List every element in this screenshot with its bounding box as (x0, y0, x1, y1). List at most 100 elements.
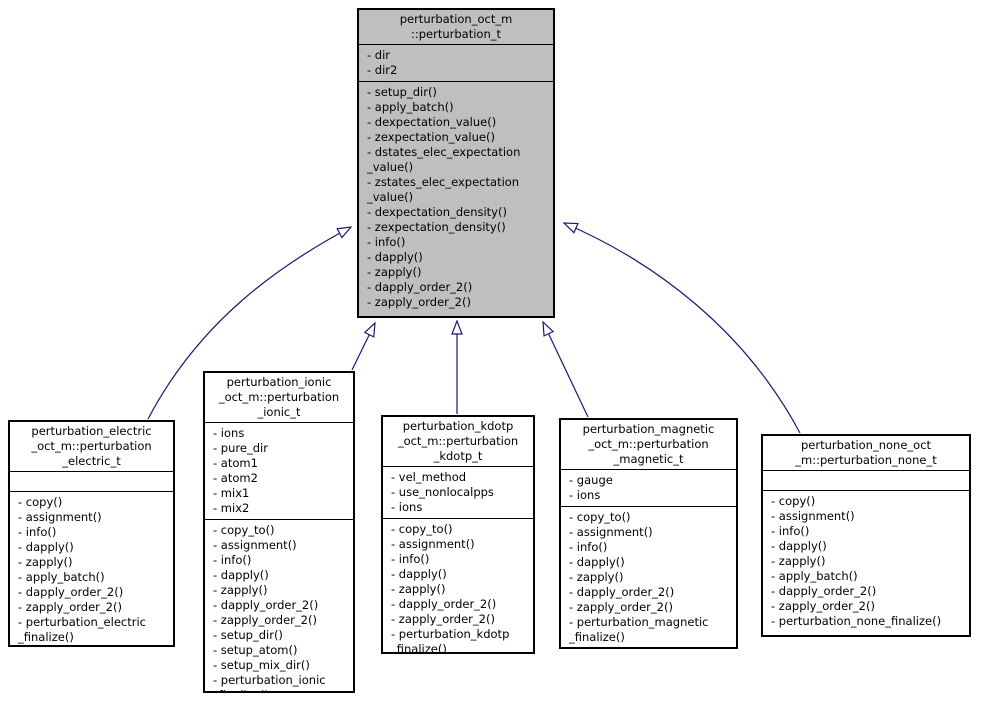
member-line: - dir (367, 48, 391, 62)
class-node-perturbation-electric-t[interactable]: perturbation_electric _oct_m::perturbati… (8, 420, 175, 647)
class-attributes (10, 471, 173, 492)
class-title: perturbation_oct_m ::perturbation_t (399, 12, 513, 41)
class-title: perturbation_magnetic _oct_m::perturbati… (582, 422, 715, 466)
member-line: - atom1 (213, 456, 258, 470)
member-line: - zapply_order_2() (771, 599, 875, 613)
member-line: - dapply() (213, 568, 269, 582)
class-methods: - copy_to()- assignment()- info()- dappl… (383, 519, 533, 652)
member-line: - pure_dir (213, 441, 268, 455)
member-line: - dapply() (771, 539, 827, 553)
member-line: - info() (213, 553, 252, 567)
member-line: - mix2 (213, 501, 250, 515)
member-line: - apply_batch() (367, 100, 454, 114)
member-line: - zapply() (771, 554, 826, 568)
class-attributes: - vel_method- use_nonlocalpps- ions (383, 466, 533, 519)
member-line: - vel_method (391, 470, 467, 484)
member-line: _value() (367, 190, 414, 204)
inheritance-arrow-none (564, 223, 801, 434)
class-node-perturbation-none-t[interactable]: perturbation_none_oct _m::perturbation_n… (761, 434, 971, 637)
member-line: - copy_to() (213, 523, 275, 537)
member-line: - perturbation_magnetic (569, 615, 709, 629)
class-node-perturbation-magnetic-t[interactable]: perturbation_magnetic _oct_m::perturbati… (559, 418, 738, 649)
member-line: - info() (391, 552, 430, 566)
member-line: _finalize() (569, 630, 625, 644)
inheritance-arrow-electric (147, 227, 351, 420)
class-methods: - copy_to()- assignment()- info()- dappl… (205, 520, 353, 691)
member-line: - gauge (569, 473, 613, 487)
member-line: - assignment() (569, 525, 653, 539)
member-line: - assignment() (18, 510, 102, 524)
member-line: - dapply_order_2() (18, 585, 124, 599)
member-line: - info() (367, 235, 406, 249)
class-attributes: - gauge- ions (561, 469, 736, 507)
member-line: - zapply_order_2() (569, 600, 673, 614)
member-line: - zapply_order_2() (18, 600, 122, 614)
member-line: _finalize() (18, 630, 74, 644)
member-line: - dapply_order_2() (569, 585, 675, 599)
member-line: - perturbation_none_finalize() (771, 614, 942, 628)
member-line: - dstates_elec_expectation (367, 145, 521, 159)
member-line: - dexpectation_value() (367, 115, 497, 129)
member-line: - dapply_order_2() (367, 280, 473, 294)
class-attributes: - ions- pure_dir- atom1- atom2- mix1- mi… (205, 422, 353, 520)
member-line: - zapply_order_2() (367, 295, 471, 309)
member-line: - mix1 (213, 486, 250, 500)
member-line: - setup_dir() (367, 85, 437, 99)
member-line: - zapply() (569, 570, 624, 584)
member-line: - setup_mix_dir() (213, 658, 310, 672)
member-line: - info() (569, 540, 608, 554)
class-title: perturbation_kdotp _oct_m::perturbation … (397, 419, 519, 463)
member-line: - zapply_order_2() (391, 612, 495, 626)
class-methods: - setup_dir()- apply_batch()- dexpectati… (359, 82, 553, 316)
member-line: - assignment() (213, 538, 297, 552)
member-line: - zstates_elec_expectation (367, 175, 520, 189)
member-line: - dapply() (391, 567, 447, 581)
member-line: - apply_batch() (771, 569, 858, 583)
member-line: - dapply() (18, 540, 74, 554)
member-line: - zexpectation_density() (367, 220, 506, 234)
member-line: - zapply() (367, 265, 422, 279)
member-line: - zapply() (391, 582, 446, 596)
class-node-perturbation-ionic-t[interactable]: perturbation_ionic _oct_m::perturbation … (203, 371, 355, 693)
member-line: - assignment() (391, 537, 475, 551)
member-line: - setup_dir() (213, 628, 283, 642)
member-line: - setup_atom() (213, 643, 298, 657)
member-line: - copy_to() (569, 510, 631, 524)
class-node-perturbation-t[interactable]: perturbation_oct_m ::perturbation_t - di… (357, 8, 555, 318)
member-line: - info() (771, 524, 810, 538)
member-line: - dapply_order_2() (391, 597, 497, 611)
class-methods: - copy()- assignment()- info()- dapply()… (10, 492, 173, 645)
member-line: - dapply_order_2() (213, 598, 319, 612)
member-line: - use_nonlocalpps (391, 485, 494, 499)
member-line: - dir2 (367, 63, 398, 77)
member-line: - assignment() (771, 509, 855, 523)
inheritance-arrow-ionic (351, 323, 375, 371)
member-line: - ions (213, 426, 245, 440)
member-line: _value() (367, 160, 414, 174)
member-line: - copy() (771, 494, 816, 508)
class-methods: - copy()- assignment()- info()- dapply()… (763, 491, 969, 635)
member-line: - zapply() (18, 555, 73, 569)
member-line: - ions (391, 500, 423, 514)
member-line: - copy() (18, 495, 63, 509)
member-line: - apply_batch() (18, 570, 105, 584)
member-line: - perturbation_electric (18, 615, 146, 629)
member-line: - ions (569, 488, 601, 502)
member-line: _finalize() (391, 642, 447, 652)
member-line: - dapply_order_2() (771, 584, 877, 598)
inheritance-arrow-magnetic (543, 322, 589, 418)
member-line: - info() (18, 525, 57, 539)
member-line: - dapply() (367, 250, 423, 264)
class-attributes: - dir- dir2 (359, 44, 553, 82)
member-line: - copy_to() (391, 522, 453, 536)
member-line: - zapply_order_2() (213, 613, 317, 627)
member-line: - zexpectation_value() (367, 130, 495, 144)
class-title: perturbation_electric _oct_m::perturbati… (31, 424, 152, 468)
class-node-perturbation-kdotp-t[interactable]: perturbation_kdotp _oct_m::perturbation … (381, 415, 535, 654)
member-line: - zapply() (213, 583, 268, 597)
class-methods: - copy_to()- assignment()- info()- dappl… (561, 507, 736, 647)
member-line: - dapply() (569, 555, 625, 569)
member-line: - perturbation_kdotp (391, 627, 510, 641)
